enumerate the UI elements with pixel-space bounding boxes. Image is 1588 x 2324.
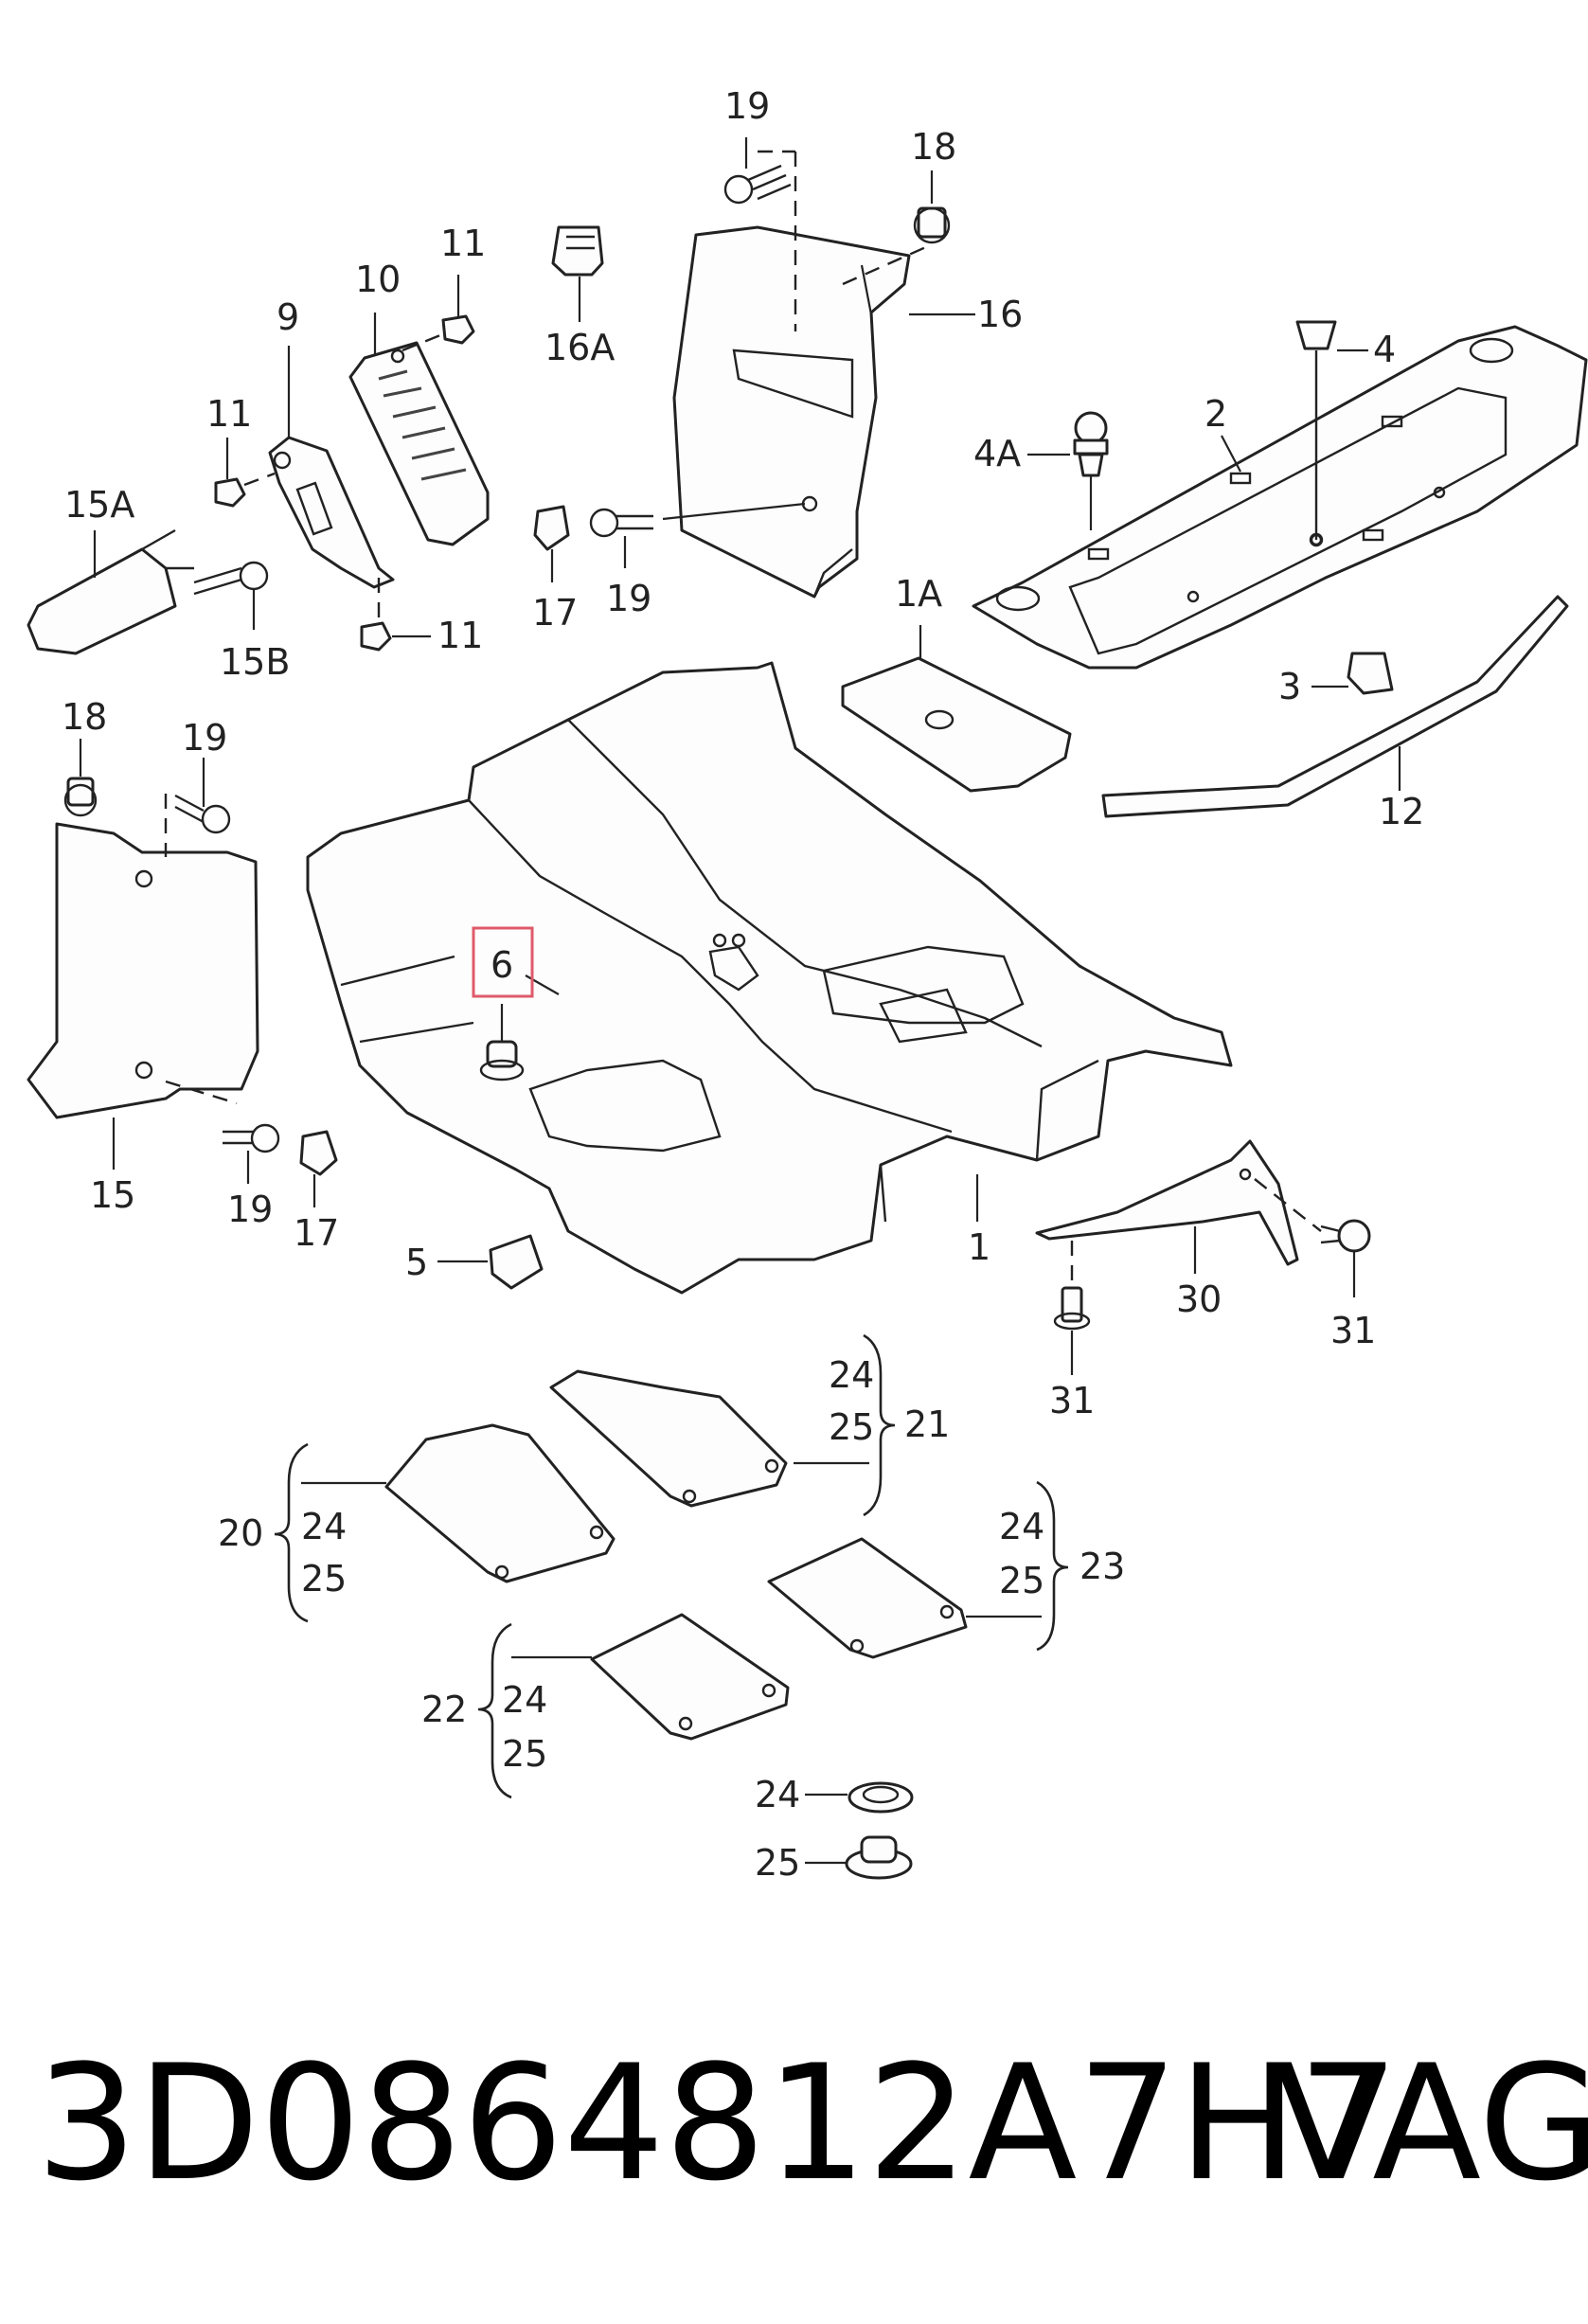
clip-5	[437, 1234, 544, 1290]
mat-21	[549, 1369, 869, 1508]
screw-15B	[193, 561, 269, 630]
label-25-mat22: 25	[502, 1733, 547, 1775]
grommet-24	[805, 1781, 914, 1814]
label-3: 3	[1278, 666, 1301, 707]
label-31-right: 31	[1330, 1310, 1376, 1351]
screw-19-bottom-left	[223, 1123, 280, 1184]
label-15: 15	[90, 1174, 135, 1216]
part-15A-bracket	[27, 528, 194, 655]
label-11-c: 11	[437, 615, 483, 656]
label-2: 2	[1204, 393, 1227, 435]
label-25-mat21: 25	[829, 1406, 874, 1448]
label-5: 5	[405, 1242, 428, 1283]
part-2-parcel-shelf	[972, 325, 1588, 670]
label-19-top: 19	[724, 85, 770, 127]
label-1A: 1A	[895, 573, 942, 615]
brace-23	[1036, 1480, 1069, 1652]
label-25-mat23: 25	[999, 1560, 1044, 1601]
label-11-b: 11	[206, 393, 252, 435]
clip-18-top	[913, 170, 951, 244]
label-18-left: 18	[62, 696, 107, 738]
label-20: 20	[218, 1512, 263, 1554]
label-4A: 4A	[973, 433, 1021, 474]
part-15-pillar-trim	[27, 794, 259, 1170]
screw-19-top	[723, 137, 795, 205]
mat-20	[301, 1423, 616, 1583]
clip-4A	[1027, 411, 1109, 530]
part-10-bracket	[348, 313, 490, 546]
clip-3	[1311, 652, 1394, 695]
label-12: 12	[1379, 791, 1424, 832]
part-9-bracket	[268, 346, 395, 589]
label-17-bottom: 17	[294, 1212, 339, 1254]
label-25-grommet: 25	[755, 1842, 800, 1884]
label-24-mat20: 24	[301, 1506, 347, 1547]
label-24-mat21: 24	[829, 1354, 874, 1396]
label-21: 21	[904, 1403, 950, 1445]
diagram-labels: 19 18 16 16A 11 10 9 11 15A 15B 11 17 19…	[62, 85, 1424, 1884]
clip-18-left	[63, 739, 98, 817]
label-6: 6	[491, 944, 513, 986]
nut-11-c	[360, 578, 431, 652]
label-17-top: 17	[532, 592, 578, 634]
nut-11-a	[401, 275, 475, 352]
clip-31-right	[1254, 1178, 1371, 1297]
brace-21	[863, 1333, 896, 1517]
label-16: 16	[977, 294, 1023, 335]
label-24-mat23: 24	[999, 1506, 1044, 1547]
clip-16A	[551, 225, 604, 322]
label-24-grommet: 24	[755, 1774, 800, 1815]
part-30-trim	[1035, 1139, 1299, 1274]
label-25-mat20: 25	[301, 1558, 347, 1600]
label-10: 10	[355, 259, 401, 300]
part-12-strip	[1101, 595, 1569, 818]
label-4: 4	[1373, 329, 1396, 370]
mat-22	[511, 1613, 790, 1741]
label-22: 22	[421, 1689, 467, 1730]
brace-22	[477, 1622, 512, 1799]
nut-11-b	[214, 438, 276, 508]
cap-17-top	[533, 505, 570, 582]
cap-17-bottom	[299, 1130, 338, 1207]
screw-19-left	[174, 758, 231, 834]
part-number: 3D0864812A7H7	[36, 2030, 1400, 2216]
highlight-box-6	[472, 926, 534, 998]
label-30: 30	[1176, 1278, 1222, 1320]
clip-4	[1295, 320, 1368, 547]
label-19-mid: 19	[606, 578, 651, 619]
label-15B: 15B	[220, 641, 290, 683]
label-15A: 15A	[64, 484, 134, 526]
label-1: 1	[968, 1226, 990, 1268]
brand-name: VAG	[1274, 2030, 1588, 2216]
label-18-top: 18	[911, 126, 956, 168]
label-19-bottom-left: 19	[227, 1189, 273, 1230]
label-31-bottom: 31	[1049, 1380, 1095, 1421]
screw-19-mid	[589, 508, 653, 568]
part-1-floor-carpet	[306, 661, 1233, 1295]
label-24-mat22: 24	[502, 1679, 547, 1721]
grommet-25	[805, 1835, 913, 1880]
brace-20	[274, 1442, 309, 1623]
label-23: 23	[1079, 1546, 1125, 1587]
clip-31-bottom	[1053, 1241, 1091, 1375]
label-11-a: 11	[440, 223, 486, 264]
label-9: 9	[277, 296, 299, 338]
part-16-pillar-trim	[662, 152, 975, 599]
part-1A-pad	[841, 625, 1072, 793]
label-19-left: 19	[182, 717, 227, 759]
label-16A: 16A	[544, 327, 615, 368]
mat-23	[767, 1537, 1042, 1659]
